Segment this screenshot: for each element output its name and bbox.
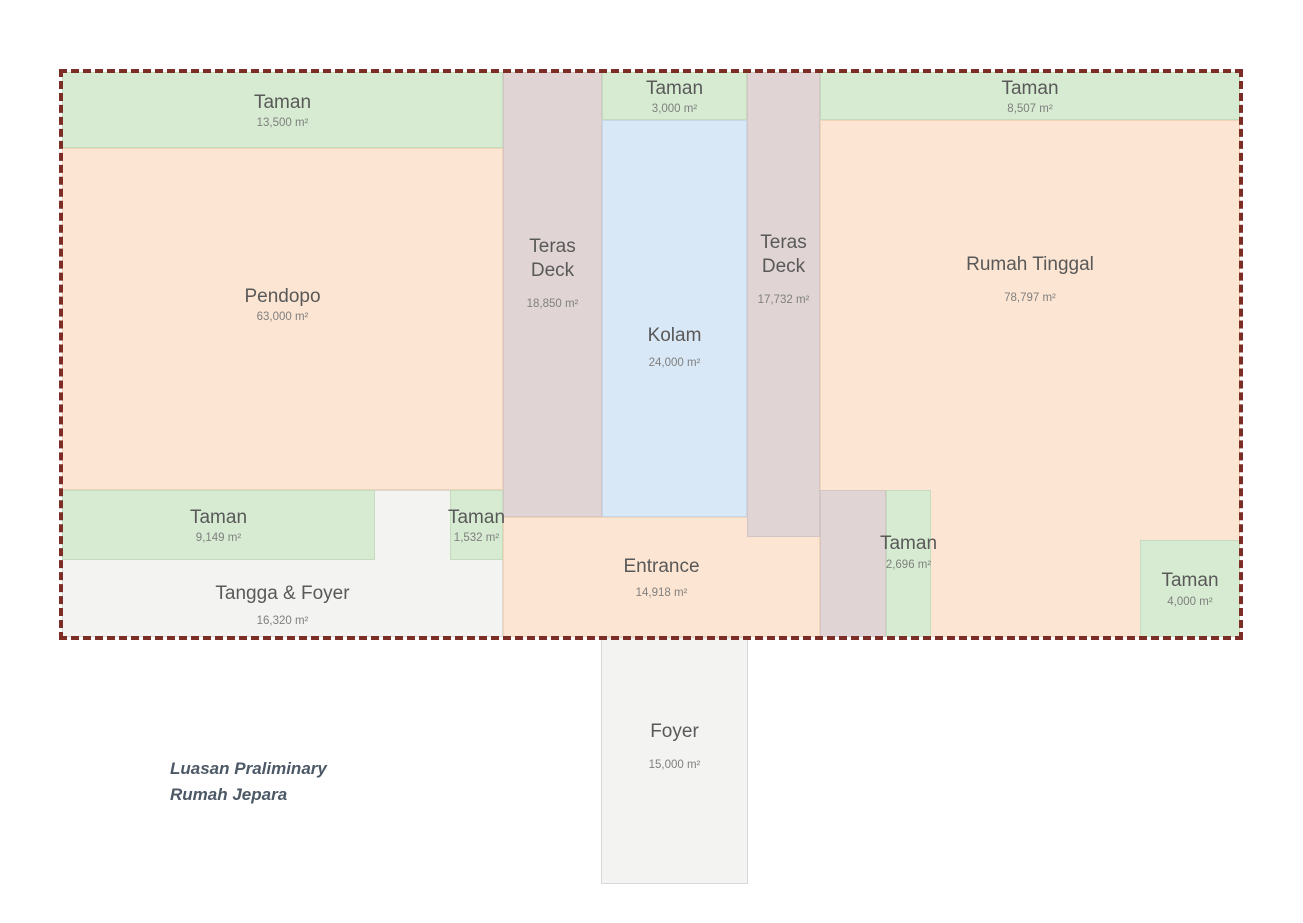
- region-area: 17,732 m²: [757, 294, 810, 307]
- region-area: 78,797 m²: [1004, 292, 1056, 305]
- region-label: Deck: [530, 259, 575, 281]
- region-taman-bottom-right: Taman 4,000 m²: [1140, 540, 1240, 637]
- region-area: 63,000 m²: [256, 311, 309, 324]
- region-label: Taman: [447, 506, 506, 528]
- region-label: Taman: [189, 506, 248, 528]
- region-area: 1,532 m²: [453, 532, 500, 545]
- plan-title-line1: Luasan Praliminary: [170, 759, 327, 778]
- region-label: Rumah Tinggal: [966, 253, 1094, 275]
- region-area: 13,500 m²: [256, 117, 309, 130]
- region-area: 15,000 m²: [648, 759, 701, 772]
- region-label: Tangga & Foyer: [215, 583, 350, 605]
- plan-title: Luasan Praliminary Rumah Jepara: [170, 756, 327, 808]
- region-label: Taman: [879, 533, 938, 555]
- region-label: Entrance: [623, 555, 700, 577]
- region-label: Taman: [645, 77, 704, 99]
- region-area: 14,918 m²: [635, 587, 688, 600]
- region-taman-top-right: Taman 8,507 m²: [820, 72, 1240, 120]
- region-taman-mid-right: Taman 2,696 m²: [880, 490, 937, 637]
- region-label: Kolam: [647, 325, 702, 347]
- region-label: Foyer: [650, 720, 699, 742]
- region-taman-small: Taman 1,532 m²: [447, 490, 506, 560]
- region-foyer: Foyer 15,000 m²: [601, 637, 748, 884]
- region-pendopo: Pendopo 63,000 m²: [62, 148, 503, 490]
- region-deck-strip: [820, 490, 886, 637]
- region-taman-top-mid: Taman 3,000 m²: [602, 72, 747, 120]
- region-area: 9,149 m²: [195, 532, 242, 545]
- region-teras-deck-left: Teras Deck 18,850 m²: [503, 72, 602, 517]
- region-area: 24,000 m²: [648, 356, 701, 369]
- region-area: 16,320 m²: [256, 614, 309, 627]
- region-label: Teras: [760, 231, 807, 253]
- region-area: 3,000 m²: [651, 103, 698, 116]
- region-taman-left: Taman 9,149 m²: [62, 490, 375, 560]
- region-kolam: Kolam 24,000 m²: [602, 120, 747, 517]
- region-area: 2,696 m²: [885, 558, 932, 571]
- region-taman-top-left: Taman 13,500 m²: [62, 72, 503, 148]
- region-label: Taman: [253, 91, 312, 113]
- region-teras-deck-right: Teras Deck 17,732 m²: [747, 72, 820, 537]
- region-label: Taman: [1001, 77, 1059, 99]
- region-area: 8,507 m²: [1007, 103, 1053, 116]
- region-label: Deck: [761, 255, 806, 277]
- region-label: Taman: [1161, 570, 1219, 592]
- region-entrance: Entrance 14,918 m²: [503, 517, 820, 637]
- region-area: 4,000 m²: [1167, 595, 1213, 608]
- plan-title-line2: Rumah Jepara: [170, 785, 288, 804]
- region-label: Teras: [529, 235, 576, 257]
- region-area: 18,850 m²: [526, 298, 579, 311]
- region-label: Pendopo: [244, 285, 321, 307]
